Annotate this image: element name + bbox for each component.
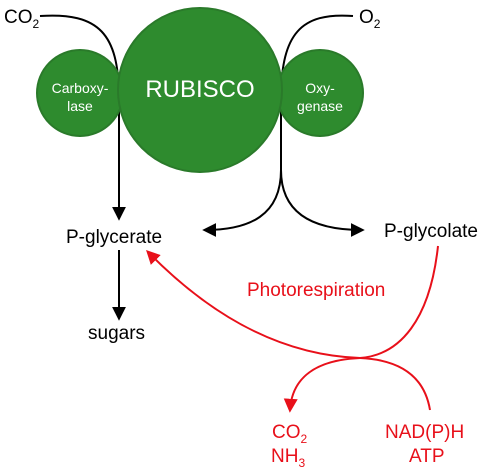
p-glycolate-label: P-glycolate <box>384 221 478 242</box>
carboxylase-line-2: lase <box>67 98 93 114</box>
sugars-label: sugars <box>88 323 146 344</box>
co2-input-label: CO2 <box>4 7 40 31</box>
co2-output-label: CO2 <box>272 422 308 446</box>
nadph-input-label: NAD(P)H <box>385 422 465 443</box>
oxygenase-line-1: Oxy- <box>305 80 335 96</box>
p-glycerate-label: P-glycerate <box>66 227 163 248</box>
nh3-output-label: NH3 <box>271 446 306 470</box>
oxygenase-to-p-glycolate-arrow <box>280 169 365 237</box>
oxygenase-line-2: genase <box>297 98 343 114</box>
release-co2-nh3-arrow <box>283 357 361 413</box>
rubisco-circle <box>117 7 283 173</box>
atp-input-label: ATP <box>409 446 445 467</box>
photorespiration-return-arrow <box>146 250 361 359</box>
oxygenase-label: Oxy- genase <box>280 79 360 115</box>
carboxylase-line-1: Carboxy- <box>51 80 109 96</box>
photorespiration-label: Photorespiration <box>247 280 386 301</box>
carboxylase-label: Carboxy- lase <box>40 79 120 115</box>
o2-to-oxygenase-curve <box>202 14 354 237</box>
o2-input-label: O2 <box>359 7 381 31</box>
p-glycolate-down-curve <box>359 245 439 359</box>
rubisco-label: RUBISCO <box>145 76 255 103</box>
nadph-atp-input-curve <box>359 357 431 411</box>
